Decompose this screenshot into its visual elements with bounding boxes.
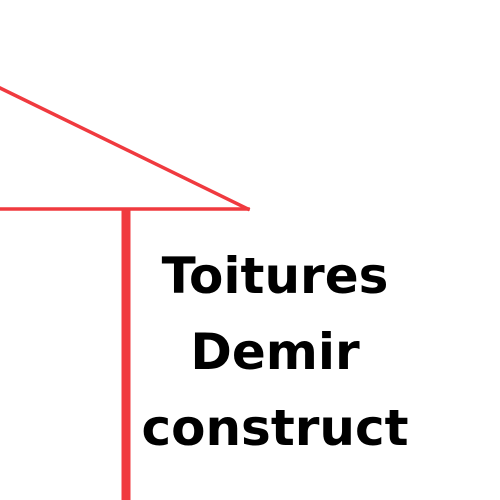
brand-name-line-2: Demir: [190, 323, 360, 381]
brand-name-line-3: construct: [141, 399, 409, 457]
brand-name: Toitures Demir construct: [130, 238, 420, 466]
roof-slope-line: [0, 86, 251, 212]
brand-name-line-1: Toitures: [161, 247, 389, 305]
